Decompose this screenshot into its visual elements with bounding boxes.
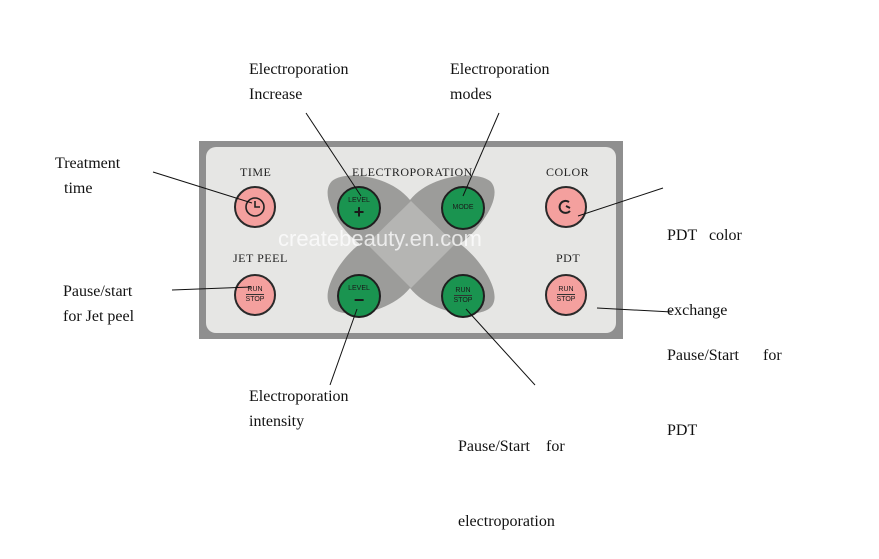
- callout-line: PDT color: [667, 227, 742, 244]
- callout-treatment-time: Treatment time: [55, 151, 120, 201]
- stop-label: STOP: [245, 296, 265, 303]
- callout-pause-pdt: Pause/Start for PDT: [667, 293, 782, 468]
- callout-electroporation-increase: Electroporation Increase: [249, 57, 349, 107]
- callout-line: for Jet peel: [63, 308, 135, 325]
- electroporation-label: ELECTROPORATION: [352, 165, 473, 179]
- callout-line: Pause/Start for: [667, 347, 782, 364]
- pdt-label: PDT: [556, 251, 581, 265]
- callout-line: exchange: [667, 302, 728, 319]
- electroporation-run-stop-button[interactable]: RUN STOP: [441, 274, 485, 318]
- watermark: createbeauty.en.com: [278, 226, 482, 251]
- run-label: RUN: [557, 286, 575, 295]
- callout-line: modes: [450, 86, 492, 103]
- plus-icon: +: [353, 202, 365, 222]
- callout-pdt-color: PDT color exchange: [667, 173, 742, 348]
- callout-line: Increase: [249, 86, 303, 103]
- callout-line: Pause/start: [63, 283, 133, 300]
- color-label: COLOR: [546, 165, 590, 179]
- color-cycle-icon: [558, 199, 571, 214]
- electroporation-mode-button[interactable]: MODE: [441, 186, 485, 230]
- time-label: TIME: [240, 165, 272, 179]
- callout-line: electroporation: [458, 513, 555, 530]
- callout-pause-jet-peel: Pause/start for Jet peel: [63, 279, 134, 329]
- time-button[interactable]: [234, 186, 276, 228]
- minus-icon: −: [353, 290, 365, 310]
- color-exchange-button[interactable]: [545, 186, 587, 228]
- electroporation-level-down-button[interactable]: LEVEL −: [337, 274, 381, 318]
- callout-pause-electroporation: Pause/Start for electroporation: [458, 384, 565, 559]
- jet-peel-label: JET PEEL: [233, 251, 288, 265]
- stop-label: STOP: [556, 296, 576, 303]
- callout-line: Treatment: [55, 155, 121, 172]
- run-label: RUN: [246, 286, 264, 295]
- callout-line: Electroporation: [249, 61, 349, 78]
- leader-lines: [152, 112, 673, 386]
- stop-label: STOP: [453, 297, 473, 304]
- level-label: LEVEL: [348, 197, 370, 204]
- callout-line: Pause/Start for: [458, 438, 565, 455]
- run-label: RUN: [454, 287, 472, 296]
- clock-icon: [245, 197, 265, 217]
- callout-line: time: [64, 180, 93, 197]
- mode-label: MODE: [452, 204, 474, 211]
- level-label: LEVEL: [348, 285, 370, 292]
- callout-electroporation-modes: Electroporation modes: [450, 57, 550, 107]
- callout-line: PDT: [667, 422, 698, 439]
- pdt-run-stop-button[interactable]: RUN STOP: [545, 274, 587, 316]
- callout-line: intensity: [249, 413, 305, 430]
- callout-line: Electroporation: [450, 61, 550, 78]
- jet-peel-run-stop-button[interactable]: RUN STOP: [234, 274, 276, 316]
- callout-line: Electroporation: [249, 388, 349, 405]
- callout-electroporation-intensity: Electroporation intensity: [249, 384, 349, 434]
